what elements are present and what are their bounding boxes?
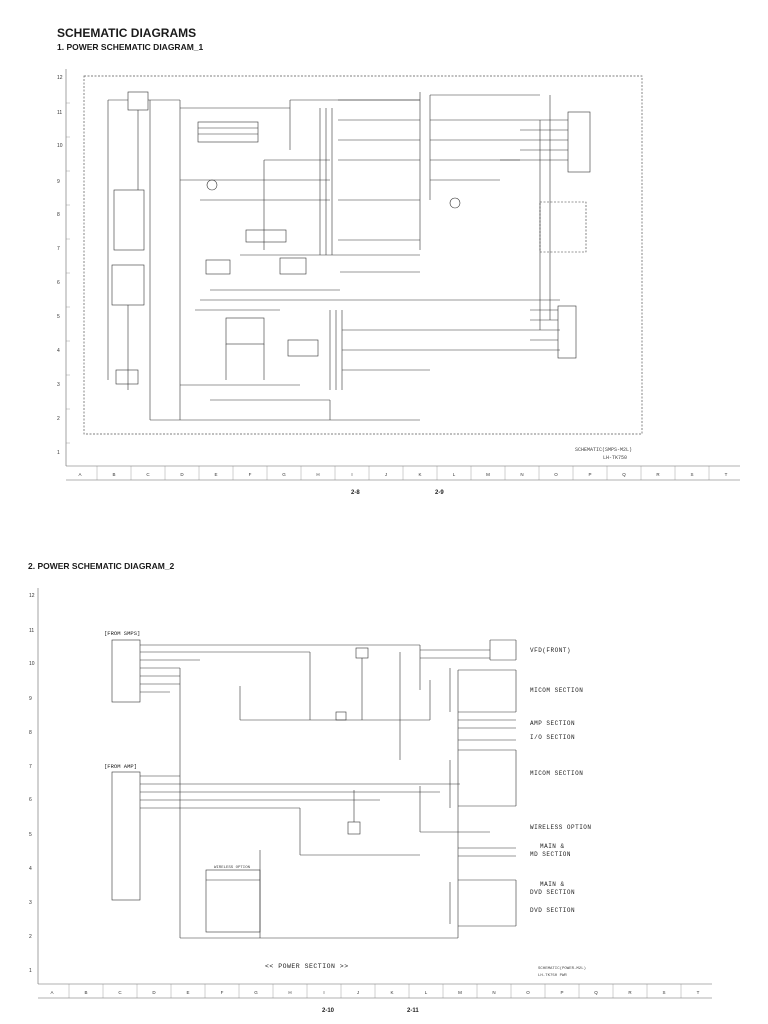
col-label: S (662, 990, 666, 995)
row-label: 8 (29, 730, 32, 736)
diagram-1-page-right: 2-9 (435, 490, 444, 496)
wireless-option-box-label: WIRELESS OPTION (214, 866, 251, 870)
col-label: L (452, 472, 456, 477)
col-label: J (384, 472, 388, 477)
row-label: 2 (57, 416, 60, 422)
row-label: 7 (57, 246, 60, 252)
col-label: F (220, 990, 224, 995)
diagram-1-caption: SCHEMATIC(SMPS-M2L) (575, 447, 633, 453)
col-label: T (696, 990, 700, 995)
col-label: B (84, 990, 88, 995)
section-wireless-option: WIRELESS OPTION (530, 824, 592, 831)
row-label: 11 (29, 628, 35, 634)
col-label: S (690, 472, 694, 477)
row-label: 1 (29, 968, 32, 974)
page-title: SCHEMATIC DIAGRAMS (57, 26, 197, 40)
col-label: M (486, 472, 490, 477)
col-label: C (146, 472, 150, 477)
col-label: E (186, 990, 190, 995)
row-label: 5 (57, 314, 60, 320)
col-label: O (554, 472, 558, 477)
section-vfd-front: VFD(FRONT) (530, 647, 572, 654)
col-label: N (520, 472, 524, 477)
col-label: G (282, 472, 286, 477)
row-label: 11 (57, 110, 63, 116)
section-micom-2: MICOM SECTION (530, 770, 584, 777)
col-label: R (628, 990, 632, 995)
section-main-1: MAIN & (540, 843, 565, 850)
from-amp-label: [FROM AMP] (104, 763, 138, 770)
col-label: G (254, 990, 258, 995)
row-label: 4 (29, 866, 32, 872)
diagram-2-wiring (111, 639, 517, 939)
row-label: 4 (57, 348, 60, 354)
row-label: 9 (29, 696, 32, 702)
col-label: I (351, 472, 353, 477)
section-main-2: MAIN & (540, 881, 565, 888)
from-smps-label: [FROM SMPS] (104, 630, 141, 637)
diagram-2-frame (37, 588, 712, 999)
col-label: J (356, 990, 360, 995)
col-label: Q (594, 990, 598, 995)
col-label: A (78, 472, 82, 477)
section-amp: AMP SECTION (530, 720, 576, 727)
col-label: Q (622, 472, 626, 477)
row-label: 9 (57, 179, 60, 185)
row-label: 10 (29, 661, 35, 667)
row-label: 6 (29, 797, 32, 803)
row-label: 1 (57, 450, 60, 456)
row-label: 8 (57, 212, 60, 218)
row-label: 12 (29, 593, 35, 599)
col-label: K (390, 990, 394, 995)
diagram-1-page-left: 2-8 (351, 490, 360, 496)
row-label: 3 (29, 900, 32, 906)
diagram-2-heading: 2. POWER SCHEMATIC DIAGRAM_2 (28, 561, 175, 571)
diagram-1-frame (65, 69, 740, 481)
diagram-2-model: LH-TK750 PWR (538, 974, 567, 978)
section-micom-1: MICOM SECTION (530, 687, 584, 694)
power-section-footer: << POWER SECTION >> (265, 963, 349, 970)
section-dvd-1: DVD SECTION (530, 889, 576, 896)
col-label: M (458, 990, 462, 995)
row-label: 6 (57, 280, 60, 286)
col-label: T (724, 472, 728, 477)
diagram-1-heading: 1. POWER SCHEMATIC DIAGRAM_1 (57, 42, 204, 52)
section-md: MD SECTION (530, 851, 572, 858)
col-label: C (118, 990, 122, 995)
section-dvd-2: DVD SECTION (530, 907, 576, 914)
row-label: 5 (29, 832, 32, 838)
diagram-2-caption: SCHEMATIC(POWER-M2L) (538, 967, 587, 971)
col-label: O (526, 990, 530, 995)
col-label: D (180, 472, 184, 477)
col-label: P (560, 990, 564, 995)
col-label: K (418, 472, 422, 477)
col-label: N (492, 990, 496, 995)
section-io: I/O SECTION (530, 734, 576, 741)
diagram-1-dashed-border (83, 75, 643, 435)
col-label: F (248, 472, 252, 477)
row-label: 12 (57, 75, 63, 81)
row-label: 10 (57, 143, 63, 149)
diagram-1-wiring (107, 91, 591, 421)
col-label: P (588, 472, 592, 477)
row-label: 3 (57, 382, 60, 388)
row-label: 7 (29, 764, 32, 770)
diagram-2-page-left: 2-10 (322, 1008, 335, 1014)
col-label: I (323, 990, 325, 995)
col-label: L (424, 990, 428, 995)
col-label: H (288, 990, 292, 995)
col-label: A (50, 990, 54, 995)
diagram-1-model: LH-TK750 (603, 455, 628, 461)
col-label: H (316, 472, 320, 477)
col-label: E (214, 472, 218, 477)
row-label: 2 (29, 934, 32, 940)
diagram-2-page-right: 2-11 (407, 1008, 419, 1014)
col-label: R (656, 472, 660, 477)
col-label: D (152, 990, 156, 995)
col-label: B (112, 472, 116, 477)
